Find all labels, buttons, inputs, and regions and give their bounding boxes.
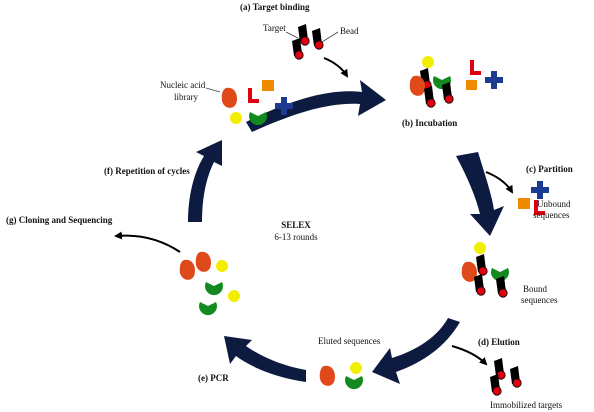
center-title: SELEX [281,220,311,230]
cycle-arrow-left [188,140,222,222]
arrow-target-to-incubation [323,57,349,78]
pcr-amplified-pool [179,251,240,316]
step-d-label: (d) Elution [478,337,520,347]
cycle-arrow-top [246,80,386,132]
cycle-arrow-bottom-right [372,318,460,384]
cycle-arrow-right [456,152,504,236]
bound-sequences-shapes [461,242,509,298]
step-b-label: (b) Incubation [402,118,457,128]
cycle-arrow-bottom-left [224,336,306,382]
unbound-sequences-shapes [518,181,549,215]
library-leader [205,87,221,93]
nucleic-acid-library [221,80,293,126]
targets-with-beads-top [291,23,324,60]
incubation-mix [409,56,503,108]
immobilized-targets-shapes [489,357,522,396]
arrow-to-cloning [114,231,181,253]
bound-label-line2: sequences [521,295,558,305]
bound-label-line1: Bound [523,284,548,294]
bead-leader [321,31,339,43]
unbound-label-line1: Unbound [537,199,571,209]
step-f-label: (f) Repetition of cycles [104,166,190,176]
target-label: Target [263,23,286,33]
step-a-label: (a) Target binding [240,2,310,12]
library-label-line1: Nucleic acid [160,80,206,90]
library-label-line2: library [174,92,198,102]
immobilized-label: Immobilized targets [490,400,563,410]
step-c-label: (c) Partition [526,164,573,174]
step-g-label: (g) Cloning and Sequencing [6,215,113,225]
step-e-label: (e) PCR [198,373,229,383]
center-rounds: 6-13 rounds [274,232,318,242]
eluted-label: Eluted sequences [318,336,381,346]
target-leader [285,31,299,39]
bead-label: Bead [340,26,359,36]
arrow-to-immobilized [451,345,488,366]
arrow-to-partition [485,171,514,194]
unbound-label-line2: sequences [533,210,570,220]
eluted-sequences-shapes [319,362,363,390]
